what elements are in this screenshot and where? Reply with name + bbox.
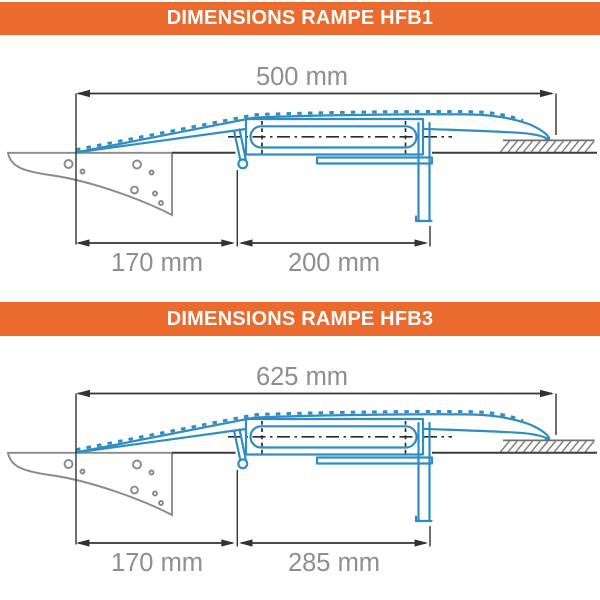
section-header-hfb3: DIMENSIONS RAMPE HFB3 (0, 302, 600, 336)
dim-left-label-hfb1: 170 mm (111, 249, 203, 277)
section-title-hfb3: DIMENSIONS RAMPE HFB3 (166, 307, 434, 330)
ramp-drawing-hfb1 (6, 88, 599, 249)
dim-left-label-hfb3: 170 mm (111, 549, 203, 577)
section-title-hfb1: DIMENSIONS RAMPE HFB1 (166, 7, 434, 29)
diagram-hfb1-svg: 500 mm 170 mm 200 mm (6, 63, 599, 277)
dim-right-label-hfb1: 200 mm (288, 249, 380, 277)
dim-total-label-hfb1: 500 mm (256, 63, 348, 91)
diagram-hfb3: 625 mm 170 mm 285 mm (0, 340, 600, 580)
section-header-hfb1: DIMENSIONS RAMPE HFB1 (0, 2, 600, 35)
diagram-hfb3-svg: 625 mm 170 mm 285 mm (6, 363, 599, 577)
dim-right-label-hfb3: 285 mm (288, 549, 380, 577)
diagram-hfb1: 500 mm 170 mm 200 mm (0, 40, 600, 280)
ramp-drawing-hfb3 (6, 388, 599, 549)
dim-total-label-hfb3: 625 mm (256, 363, 348, 391)
